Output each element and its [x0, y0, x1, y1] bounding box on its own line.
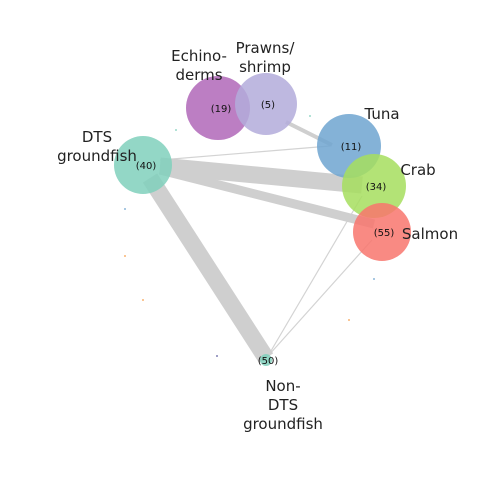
- node-circle-nondts: [260, 354, 272, 366]
- node-label-crab: Crab: [400, 161, 435, 179]
- node-circle-dts: [114, 136, 172, 194]
- node-count-echinoderms: (19): [211, 104, 232, 115]
- node-count-prawns: (5): [261, 100, 275, 111]
- node-circle-prawns: [235, 73, 297, 135]
- node-circle-salmon: [353, 203, 411, 261]
- speck-dot: [373, 278, 375, 280]
- node-count-crab: (34): [366, 182, 387, 193]
- node-echinoderms: (19) Echino-derms: [171, 47, 250, 140]
- edge-nondts-salmon: [267, 239, 373, 357]
- node-crab: (34) Crab: [342, 154, 436, 218]
- speck-dot: [216, 355, 218, 357]
- node-label-echinoderms: Echino-derms: [171, 47, 227, 84]
- node-label-tuna: Tuna: [363, 105, 399, 123]
- speck-dot: [175, 129, 177, 131]
- node-circle-crab: [342, 154, 406, 218]
- node-count-nondts: (50): [258, 356, 279, 367]
- speck-dot: [124, 208, 126, 210]
- edge-dts-tuna: [159, 145, 331, 161]
- edge-dts-crab: [159, 157, 363, 194]
- node-count-dts: (40): [136, 161, 157, 172]
- node-circle-echinoderms: [186, 76, 250, 140]
- edge-layer: [142, 120, 376, 363]
- speck-layer: [124, 115, 375, 357]
- edge-dts-nondts: [142, 173, 274, 363]
- node-salmon: (55) Salmon: [353, 203, 458, 261]
- speck-dot: [124, 255, 126, 257]
- node-count-salmon: (55): [374, 228, 395, 239]
- edge-dts-salmon: [158, 165, 376, 229]
- node-count-tuna: (11): [341, 142, 362, 153]
- speck-dot: [348, 319, 350, 321]
- node-layer: (19) Echino-derms (5) Prawns/shrimp (11) Tuna…: [57, 39, 458, 433]
- node-prawns: (5) Prawns/shrimp: [235, 39, 297, 135]
- speck-dot: [309, 115, 311, 117]
- node-label-prawns: Prawns/shrimp: [236, 39, 296, 76]
- node-label-salmon: Salmon: [402, 225, 458, 243]
- edge-nondts-crab: [267, 195, 363, 357]
- speck-dot: [142, 299, 144, 301]
